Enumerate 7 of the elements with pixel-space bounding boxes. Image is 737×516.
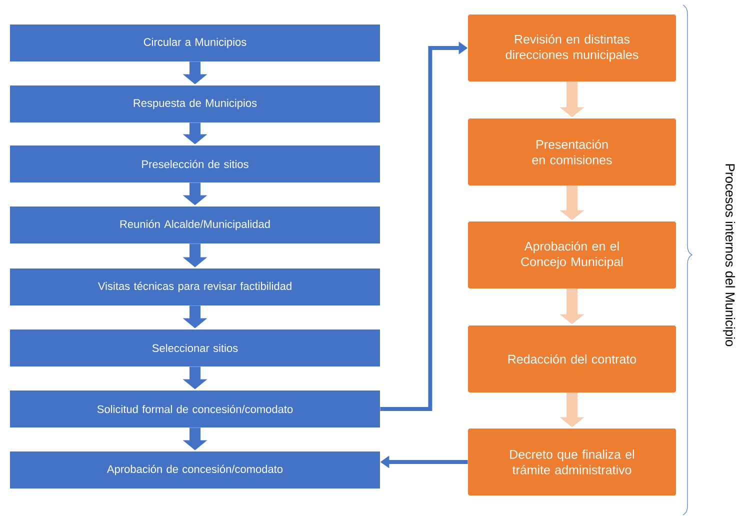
process-box: Decreto que finaliza el trámite administrativo (468, 428, 676, 496)
process-box: Revisión en distintas direcciones municipales (468, 14, 676, 82)
process-box: Redacción del contrato (468, 325, 676, 392)
process-box: Presentación en comisiones (468, 118, 676, 186)
side-label: Procesos internos del Municipio (722, 164, 736, 346)
process-box: Circular a Municipios (10, 24, 380, 62)
process-box: Aprobación en el Concejo Municipal (468, 222, 676, 288)
